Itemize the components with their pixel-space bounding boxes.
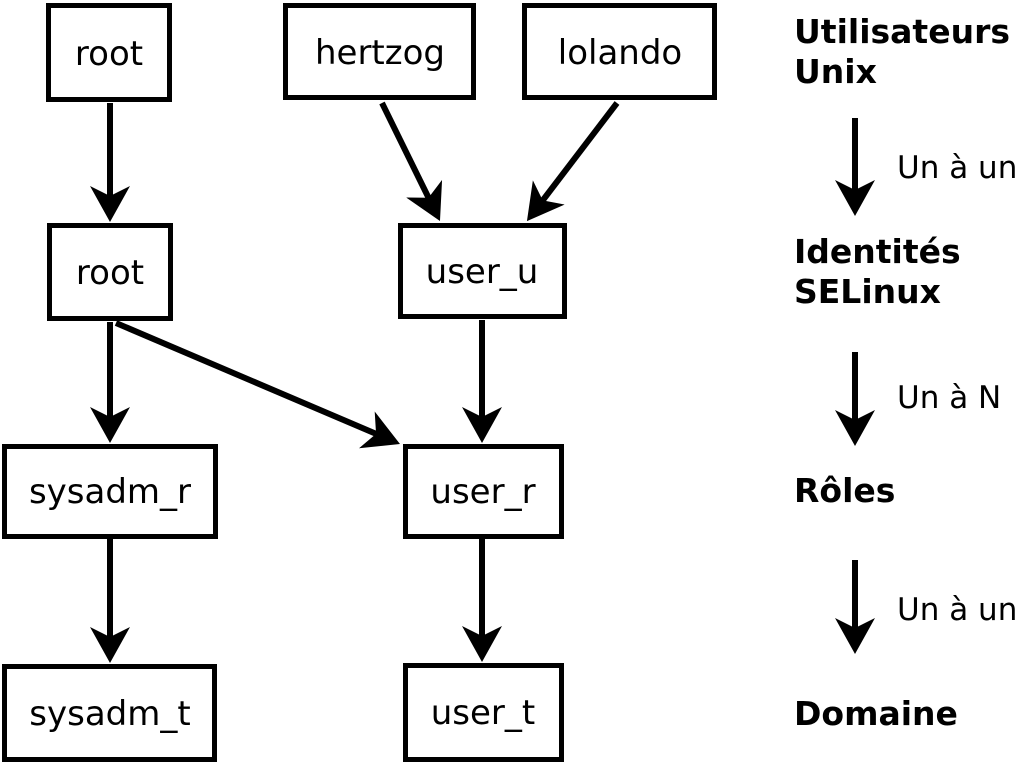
legend-roles: Rôles <box>794 471 895 510</box>
legend-domain: Domaine <box>794 694 958 733</box>
node-unix-lolando: lolando <box>522 3 717 100</box>
arrow-selinux-root-to-user-r <box>114 320 400 449</box>
node-unix-hertzog-label: hertzog <box>315 33 445 73</box>
arrow-hertzog-to-user-u <box>379 101 443 222</box>
node-role-sysadm-r-box <box>2 444 218 539</box>
legend-users-line1: Utilisateurs <box>794 12 1010 51</box>
node-selinux-user-u: user_u <box>398 223 567 319</box>
node-selinux-user-u-box <box>398 223 567 319</box>
node-role-user-r-box <box>403 444 564 539</box>
node-unix-root-label: root <box>75 34 143 74</box>
legend-identities-line1: Identités <box>794 232 961 271</box>
node-unix-lolando-label: lolando <box>558 33 682 73</box>
node-domain-sysadm-t-box <box>2 664 217 762</box>
node-unix-root: root <box>46 3 172 102</box>
node-unix-hertzog-box <box>283 3 476 100</box>
node-domain-user-t-label: user_t <box>431 693 536 733</box>
arrow-lolando-to-user-u <box>526 101 620 222</box>
node-role-sysadm-r-label: sysadm_r <box>29 472 191 512</box>
legend-map-users-identities: Un à un <box>897 150 1017 186</box>
node-domain-user-t-box <box>403 663 564 762</box>
node-role-user-r: user_r <box>403 444 564 539</box>
legend-identities-line2: SELinux <box>794 272 941 311</box>
node-unix-root-box <box>46 3 172 102</box>
node-role-user-r-label: user_r <box>430 472 535 512</box>
node-selinux-root-label: root <box>76 253 144 293</box>
node-domain-sysadm-t-label: sysadm_t <box>29 694 190 734</box>
node-selinux-root-box <box>47 223 173 321</box>
legend-map-roles-domain: Un à un <box>897 592 1017 628</box>
node-role-sysadm-r: sysadm_r <box>2 444 218 539</box>
legend-users-line2: Unix <box>794 52 877 91</box>
node-unix-hertzog: hertzog <box>283 3 476 100</box>
legend-map-identities-roles: Un à N <box>897 380 1001 416</box>
node-unix-lolando-box <box>522 3 717 100</box>
node-selinux-root: root <box>47 223 173 321</box>
node-domain-user-t: user_t <box>403 663 564 762</box>
node-selinux-user-u-label: user_u <box>426 252 539 292</box>
node-domain-sysadm-t: sysadm_t <box>2 664 217 762</box>
